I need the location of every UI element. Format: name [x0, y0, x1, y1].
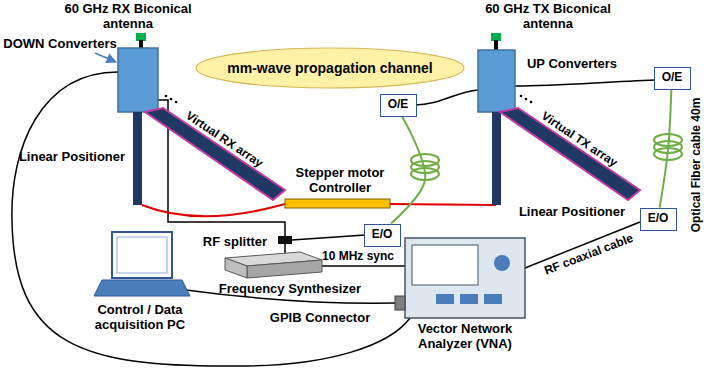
channel-ellipse: mm-wave propagation channel: [195, 47, 465, 89]
antenna-label: 60 GHz RX Biconical antenna: [63, 2, 193, 32]
converter-box: E/O: [640, 208, 677, 231]
antenna-tip: [491, 33, 501, 41]
node-text: mm-wave propagation channel: [227, 60, 432, 76]
leader-arrow: [95, 53, 116, 62]
rf-cable: [415, 90, 478, 105]
converter-box: E/O: [364, 224, 401, 247]
cable-label: Optical Fiber cable 40m: [690, 98, 704, 233]
synthesizer-front: [247, 260, 322, 278]
vna-button: [484, 294, 502, 304]
optical-fiber: [660, 90, 672, 208]
part-label: GPIB Connector: [270, 311, 370, 326]
positioner-rail: [145, 108, 285, 200]
part-label: Stepper motor Controller: [280, 166, 400, 196]
part-label: UP Converters: [527, 57, 617, 72]
synthesizer-side: [225, 258, 247, 278]
down-converter: [118, 48, 158, 112]
rf-cable: [292, 235, 365, 240]
array-dots: [530, 101, 533, 104]
stepper-controller: [285, 199, 390, 208]
array-dots: [525, 98, 528, 101]
positioner-post: [492, 112, 501, 205]
gpib-connector: [395, 296, 405, 310]
node-text: O/E: [388, 98, 409, 112]
array-dots: [165, 95, 168, 98]
rf-splitter: [278, 236, 292, 244]
rf-cable: [12, 72, 410, 366]
laptop-screen: [112, 232, 172, 278]
array-dots: [170, 98, 173, 101]
array-dots: [520, 95, 523, 98]
laptop-display: [117, 237, 167, 273]
node-text: O/E: [662, 71, 683, 85]
laptop-base: [94, 280, 190, 296]
fiber-coil: [411, 134, 682, 180]
signal-label: 10 MHz sync: [322, 250, 394, 264]
vna-screen: [412, 245, 478, 285]
positioner-rail: [500, 108, 640, 200]
control-wire: [142, 204, 285, 216]
vna-button: [460, 294, 478, 304]
control-wire: [390, 204, 496, 205]
sync-cable: [322, 265, 405, 267]
ellipse-outline: [196, 48, 464, 88]
part-label: Linear Positioner: [519, 205, 625, 220]
part-label: Frequency Synthesizer: [219, 282, 361, 297]
up-converter: [478, 50, 515, 112]
converter-box: O/E: [654, 67, 691, 90]
positioner-post: [133, 112, 142, 205]
part-label: DOWN Converters: [3, 37, 116, 52]
antenna-tip: [136, 33, 146, 41]
part-label: Vector Network Analyzer (VNA): [409, 322, 521, 352]
converter-box: O/E: [380, 94, 417, 117]
optical-fiber: [391, 117, 425, 224]
part-label: Control / Data acquisition PC: [84, 303, 196, 333]
antenna-label: 60 GHz TX Biconical antenna: [483, 2, 613, 32]
antenna-rod: [139, 40, 143, 48]
vna-button: [436, 294, 454, 304]
rf-cable: [515, 80, 655, 86]
part-label: RF splitter: [203, 235, 267, 250]
part-label: Linear Positioner: [19, 150, 125, 165]
node-text: E/O: [372, 228, 393, 242]
vna-body: [405, 238, 525, 318]
array-dots: [175, 101, 178, 104]
vna-knob: [494, 255, 510, 271]
node-text: E/O: [648, 212, 669, 226]
antenna-rod: [494, 40, 498, 50]
